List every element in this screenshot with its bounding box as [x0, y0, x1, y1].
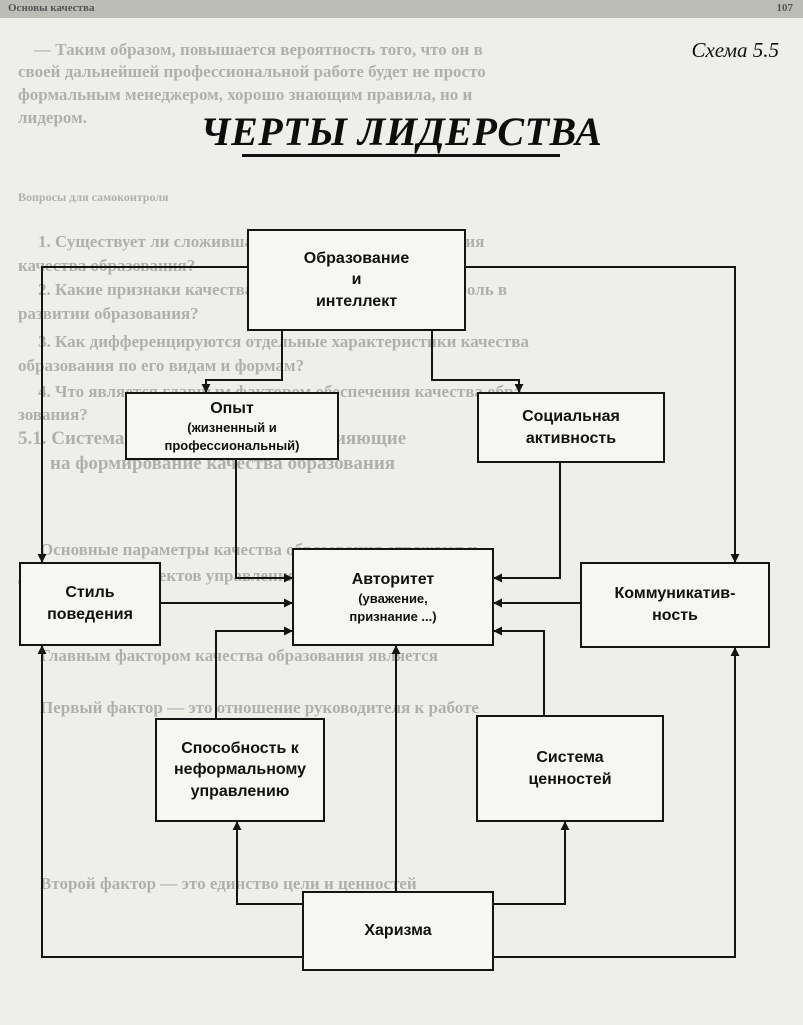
node-social-line: Социальная: [522, 407, 620, 425]
node-value-system: Система ценностей: [476, 715, 664, 822]
arrow-education-to-experience: [201, 330, 283, 393]
bg-line: Второй фактор — это единство цели и ценн…: [40, 874, 417, 893]
node-authority: Авторитет (уважение, признание ...): [292, 548, 494, 646]
node-charisma: Харизма: [302, 891, 494, 971]
bg-line: зования?: [18, 405, 88, 424]
title-underline: [242, 154, 560, 157]
node-communicative-line: ность: [652, 607, 698, 624]
bg-line: качества образования?: [18, 256, 196, 275]
node-informal-line: управлению: [190, 782, 290, 800]
node-authority-sub: (уважение,: [358, 591, 428, 607]
header-page-number: 107: [776, 2, 794, 14]
bg-line: лидером.: [18, 108, 87, 127]
node-education-line: Образование: [303, 249, 410, 267]
arrow-education-to-communicative: [466, 266, 740, 563]
node-informal-line: неформальному: [174, 761, 306, 779]
node-social-activity: Социальная активность: [477, 392, 665, 463]
bg-line: Вопросы для самоконтроля: [18, 190, 169, 204]
diagram-title: ЧЕРТЫ ЛИДЕРСТВА: [200, 109, 603, 154]
node-authority-sub: признание ...): [349, 608, 437, 624]
node-communicativeness: Коммуникатив- ность: [580, 562, 770, 648]
arrow-charisma-to-style: [37, 645, 302, 958]
node-education: Образование и интеллект: [247, 229, 466, 331]
node-style-line: Стиль: [65, 584, 115, 602]
arrow-informal-to-authority: [215, 626, 293, 718]
header-left-text: Основы качества: [8, 2, 95, 14]
arrow-charisma-to-communicative: [494, 647, 740, 958]
node-values-line: ценностей: [528, 770, 612, 788]
bg-line: 3. Как дифференцируются отдельные характ…: [38, 332, 529, 351]
node-style-line: поведения: [47, 606, 133, 623]
node-education-line: интеллект: [315, 292, 398, 310]
page-header-bar: Основы качества 107: [0, 0, 803, 18]
arrow-social-to-authority: [493, 462, 561, 583]
bg-line: образования по его видам и формам?: [18, 356, 305, 375]
schema-label: Схема 5.5: [691, 38, 779, 62]
arrow-charisma-to-values: [494, 821, 570, 905]
node-education-line: и: [351, 271, 362, 289]
node-experience-title: Опыт: [210, 399, 254, 417]
bg-line: Первый фактор — это отношение руководите…: [40, 698, 479, 717]
bg-line: формальным менеджером, хорошо знающим пр…: [18, 85, 473, 104]
node-experience-sub: (жизненный и: [187, 420, 277, 436]
bg-line: своей дальнейшей профессиональной работе…: [18, 62, 486, 81]
bg-line: развитии образования?: [18, 304, 199, 323]
node-informal-line: Способность к: [181, 739, 299, 757]
node-experience-sub: профессиональный): [164, 437, 300, 453]
node-behavior-style: Стиль поведения: [19, 562, 161, 646]
node-experience: Опыт (жизненный и профессиональный): [125, 392, 339, 460]
arrow-education-to-style: [37, 266, 247, 563]
node-communicative-line: Коммуникатив-: [614, 585, 736, 603]
arrow-charisma-to-informal: [232, 821, 302, 905]
arrow-education-to-social: [431, 330, 524, 393]
arrow-experience-to-authority: [235, 459, 293, 583]
node-charisma-line: Харизма: [364, 922, 432, 940]
node-values-line: Система: [536, 748, 604, 766]
bg-line: — Таким образом, повышается вероятность …: [34, 40, 483, 59]
bg-line: Главным фактором качества образования яв…: [40, 646, 438, 665]
node-authority-title: Авторитет: [351, 570, 435, 588]
node-social-line: активность: [525, 429, 617, 447]
node-informal-management: Способность к неформальному управлению: [155, 718, 325, 822]
arrow-values-to-authority: [493, 626, 545, 715]
